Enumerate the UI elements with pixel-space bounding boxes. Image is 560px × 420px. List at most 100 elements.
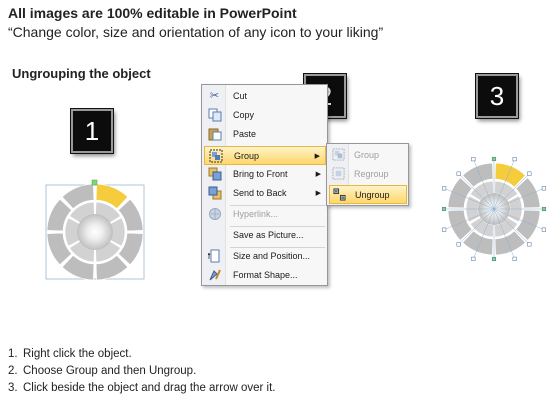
submenu-item-group[interactable]: Group bbox=[329, 146, 407, 165]
rotate-handle[interactable] bbox=[91, 179, 98, 186]
group-icon bbox=[331, 148, 346, 163]
resize-handle[interactable] bbox=[456, 171, 461, 176]
highlighted-segment[interactable] bbox=[494, 162, 526, 188]
menu-item-label: Save as Picture... bbox=[233, 230, 304, 240]
menu-item-paste[interactable]: Paste bbox=[204, 125, 326, 144]
menu-item-group[interactable]: Group ▶ bbox=[204, 146, 326, 165]
submenu-arrow-icon: ▶ bbox=[314, 153, 320, 160]
resize-handle[interactable] bbox=[471, 157, 476, 162]
regroup-icon bbox=[331, 167, 346, 182]
segmented-wheel-grouped[interactable] bbox=[40, 176, 150, 284]
wheel-segment[interactable] bbox=[46, 232, 73, 266]
resize-handle[interactable] bbox=[512, 157, 517, 162]
menu-item-label: Size and Position... bbox=[233, 251, 311, 261]
menu-separator bbox=[230, 247, 325, 248]
paste-icon bbox=[207, 127, 222, 142]
menu-item-save-as-picture[interactable]: Save as Picture... bbox=[204, 226, 326, 245]
menu-item-bring-to-front[interactable]: Bring to Front ▶ bbox=[204, 165, 326, 184]
step-number: 1. bbox=[8, 348, 18, 360]
wheel-segment[interactable] bbox=[462, 162, 494, 188]
segmented-wheel-ungrouped[interactable] bbox=[438, 146, 550, 272]
wheel-segment[interactable] bbox=[515, 209, 541, 241]
wheel-segment[interactable] bbox=[447, 177, 473, 209]
menu-item-label: Format Shape... bbox=[233, 270, 298, 280]
wheel-segment[interactable] bbox=[494, 230, 526, 256]
submenu-item-label: Ungroup bbox=[355, 190, 390, 200]
resize-handle[interactable] bbox=[541, 206, 547, 212]
selection-outline bbox=[493, 159, 515, 210]
hyperlink-icon bbox=[207, 207, 222, 222]
menu-item-label: Group bbox=[234, 151, 260, 161]
resize-handle[interactable] bbox=[471, 256, 476, 261]
selection-outline bbox=[493, 188, 544, 210]
wheel-segment[interactable] bbox=[61, 254, 95, 281]
menu-item-label: Hyperlink... bbox=[233, 209, 279, 219]
submenu-item-label: Group bbox=[354, 150, 380, 160]
context-menu: ✂ Cut Copy Paste Group ▶ Bring to Front … bbox=[201, 84, 328, 286]
resize-handle[interactable] bbox=[441, 206, 447, 212]
wheel-segment[interactable] bbox=[46, 198, 73, 232]
selection-outline bbox=[444, 208, 495, 230]
selection-outline bbox=[444, 188, 495, 210]
menu-separator bbox=[230, 205, 325, 206]
wheel-segment[interactable] bbox=[515, 177, 541, 209]
selection-outline bbox=[493, 208, 530, 245]
menu-item-label: Copy bbox=[233, 110, 255, 120]
menu-item-label: Paste bbox=[233, 129, 257, 139]
selection-outline bbox=[473, 159, 495, 210]
wheel-segment[interactable] bbox=[61, 183, 95, 210]
bring-to-front-icon bbox=[207, 167, 222, 182]
instruction-step-1: 1. Right click the object. bbox=[8, 346, 276, 363]
step-badge-3: 3 bbox=[476, 74, 518, 118]
step-text: Right click the object. bbox=[23, 348, 132, 360]
resize-handle[interactable] bbox=[491, 156, 497, 162]
send-to-back-icon bbox=[207, 186, 222, 201]
size-position-icon bbox=[207, 249, 222, 264]
wheel-segment[interactable] bbox=[469, 180, 494, 201]
instruction-step-2: 2.Choose Group and then Ungroup. bbox=[8, 363, 276, 380]
resize-handle[interactable] bbox=[456, 242, 461, 247]
wheel-segment[interactable] bbox=[494, 180, 519, 201]
wheel-segment[interactable] bbox=[447, 209, 473, 241]
wheel-segment[interactable] bbox=[117, 232, 144, 266]
selection-outline bbox=[493, 208, 515, 259]
step-number: 3. bbox=[8, 382, 18, 394]
step-number: 2. bbox=[8, 365, 18, 377]
wheel-segment[interactable] bbox=[494, 217, 519, 238]
selection-outline bbox=[473, 208, 495, 259]
resize-handle[interactable] bbox=[512, 256, 517, 261]
menu-item-hyperlink[interactable]: Hyperlink... bbox=[204, 205, 326, 224]
menu-item-cut[interactable]: ✂ Cut bbox=[204, 87, 326, 106]
menu-item-send-to-back[interactable]: Send to Back ▶ bbox=[204, 184, 326, 203]
highlighted-segment[interactable] bbox=[95, 183, 129, 210]
resize-handle[interactable] bbox=[541, 186, 546, 191]
step-text: Click beside the object and drag the arr… bbox=[23, 382, 276, 394]
submenu-arrow-icon: ▶ bbox=[315, 171, 321, 178]
group-icon bbox=[208, 149, 223, 164]
resize-handle[interactable] bbox=[442, 186, 447, 191]
submenu-item-ungroup[interactable]: Ungroup bbox=[329, 185, 407, 204]
wheel-segment[interactable] bbox=[117, 198, 144, 232]
group-submenu: Group Regroup Ungroup bbox=[326, 143, 409, 206]
scissors-icon: ✂ bbox=[209, 90, 220, 102]
menu-item-format-shape[interactable]: Format Shape... bbox=[204, 266, 326, 285]
instruction-list: 1. Right click the object. 2.Choose Group… bbox=[8, 346, 276, 397]
resize-handle[interactable] bbox=[527, 171, 532, 176]
selection-outline bbox=[458, 208, 495, 245]
selection-outline bbox=[493, 208, 544, 230]
resize-handle[interactable] bbox=[491, 256, 497, 262]
wheel-segment[interactable] bbox=[462, 230, 494, 256]
wheel-segment[interactable] bbox=[95, 254, 129, 281]
menu-item-label: Bring to Front bbox=[233, 169, 288, 179]
resize-handle[interactable] bbox=[527, 242, 532, 247]
menu-item-label: Cut bbox=[233, 91, 248, 101]
step-badge-1: 1 bbox=[71, 109, 113, 153]
copy-icon bbox=[207, 108, 222, 123]
resize-handle[interactable] bbox=[541, 227, 546, 232]
subline: “Change color, size and orientation of a… bbox=[8, 24, 384, 40]
menu-item-copy[interactable]: Copy bbox=[204, 106, 326, 125]
ungroup-icon bbox=[332, 188, 347, 203]
submenu-item-regroup[interactable]: Regroup bbox=[329, 165, 407, 184]
resize-handle[interactable] bbox=[442, 227, 447, 232]
menu-item-size-and-position[interactable]: Size and Position... bbox=[204, 247, 326, 266]
